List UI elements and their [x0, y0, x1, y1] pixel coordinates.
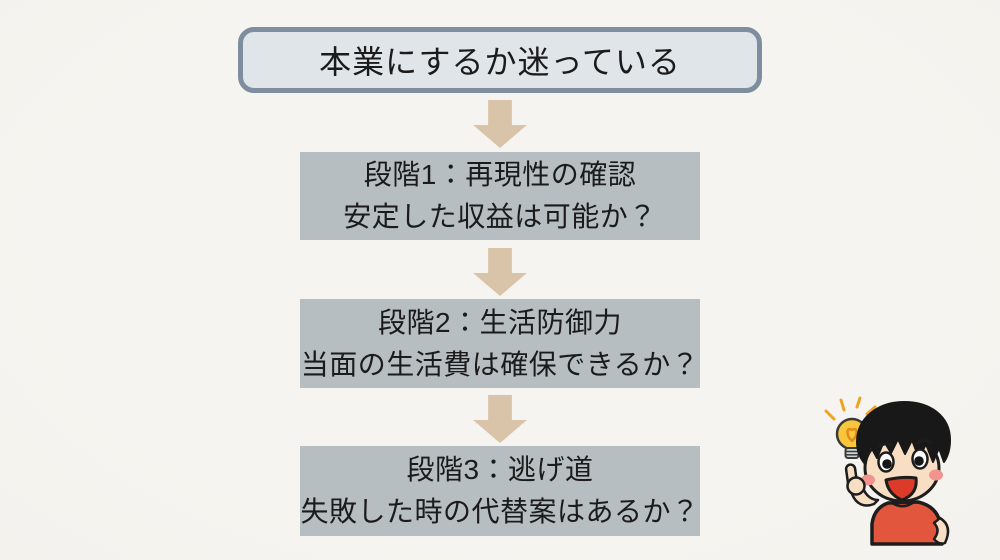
boy-mouth	[884, 475, 918, 502]
boy-head	[856, 401, 951, 503]
stage-1-box: 段階1：再現性の確認 安定した収益は可能か？	[300, 152, 700, 240]
title-text: 本業にするか迷っている	[319, 44, 681, 80]
boy-eyes	[877, 448, 929, 473]
title-box: 本業にするか迷っている	[238, 27, 762, 93]
stage-3-heading: 段階3：逃げ道	[406, 454, 594, 485]
boy-body	[844, 463, 950, 546]
shirt-collar	[891, 500, 915, 508]
right-cheek	[929, 469, 943, 481]
down-arrow-2	[473, 248, 527, 296]
mascot-illustration	[824, 396, 951, 546]
down-arrow-3	[473, 395, 527, 443]
boy-shirt	[870, 500, 944, 546]
stage-1-heading: 段階1：再現性の確認	[363, 159, 637, 190]
stage-1-question: 安定した収益は可能か？	[343, 201, 657, 232]
stage-2-box: 段階2：生活防御力 当面の生活費は確保できるか？	[300, 299, 700, 388]
stage-2-heading: 段階2：生活防御力	[377, 306, 623, 338]
fist	[846, 476, 866, 496]
right-eyebrow	[916, 439, 932, 445]
stage-3-question: 失敗した時の代替案はあるか？	[300, 496, 700, 527]
stage-2-question: 当面の生活費は確保できるか？	[300, 348, 700, 380]
boy-hair	[856, 401, 951, 465]
stage-3-box: 段階3：逃げ道 失敗した時の代替案はあるか？	[300, 446, 700, 536]
right-arm	[932, 516, 950, 545]
left-eyebrow	[878, 442, 894, 448]
down-arrow-1	[473, 100, 527, 148]
